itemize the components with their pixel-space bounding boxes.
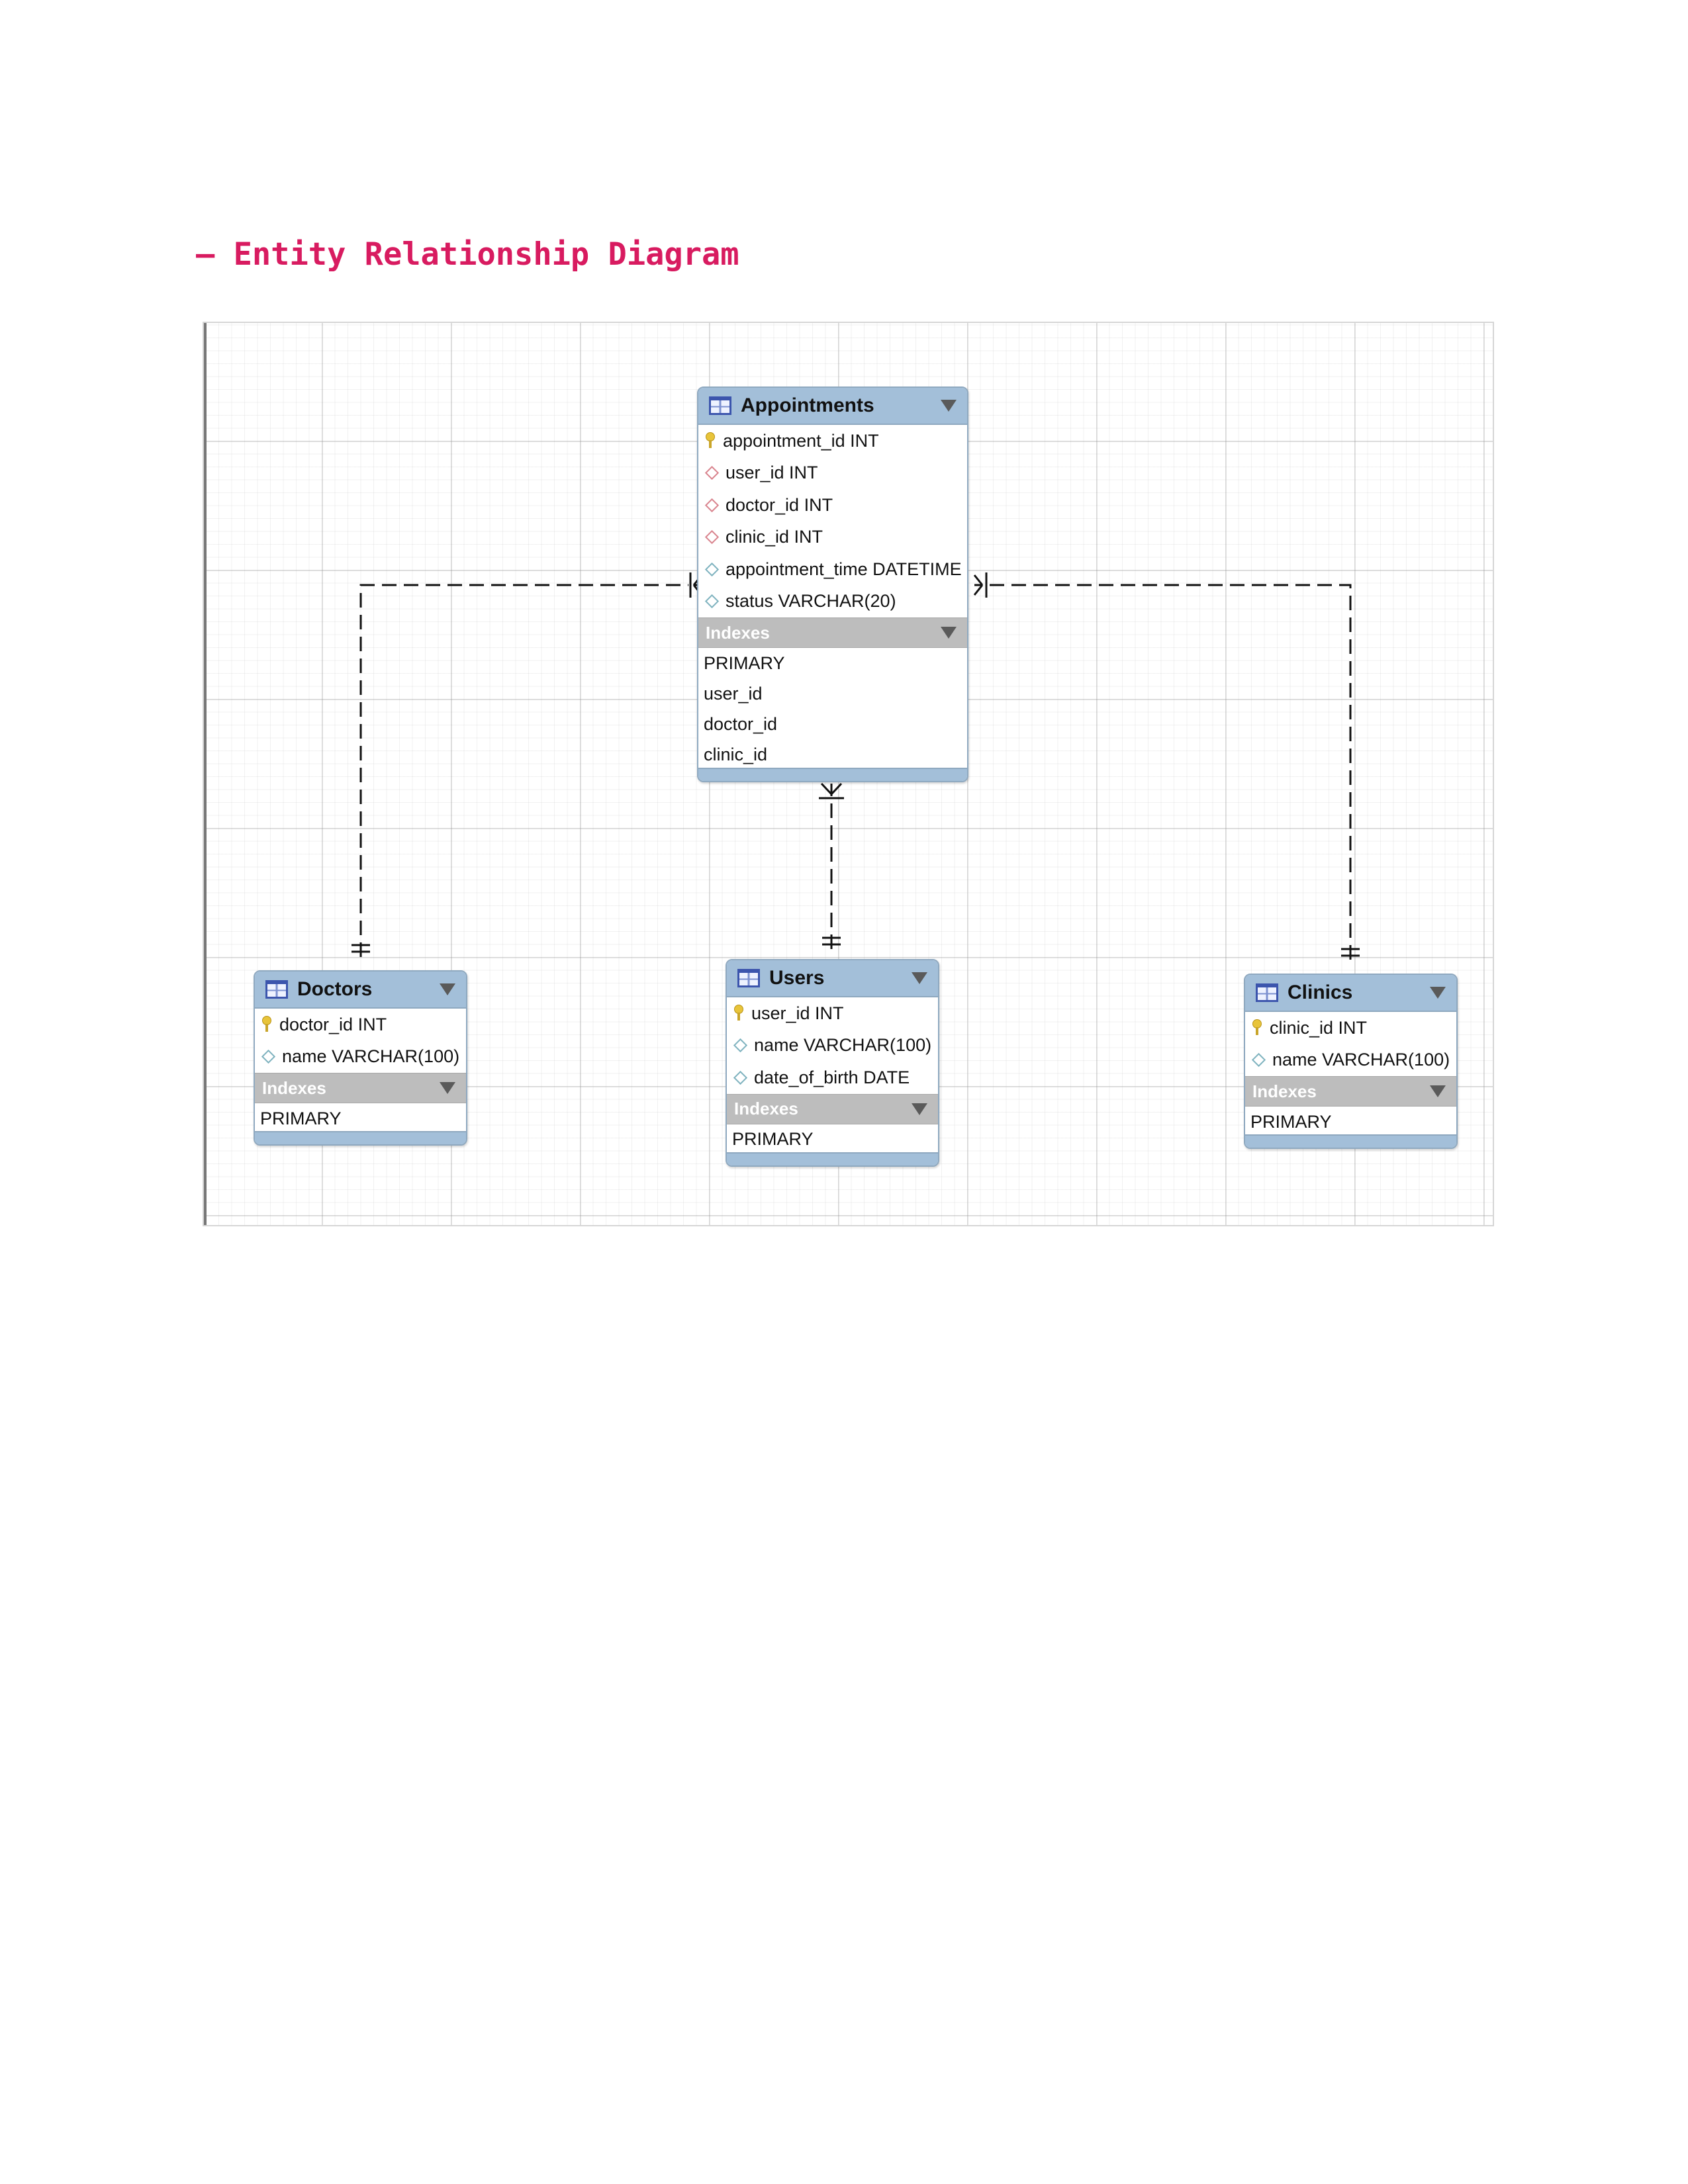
collapse-arrow-icon[interactable] <box>941 627 957 639</box>
column-row[interactable]: appointment_time DATETIME <box>698 553 967 586</box>
column-row[interactable]: clinic_id INT <box>1245 1012 1456 1044</box>
primary-key-icon <box>734 1005 743 1022</box>
indexes-label: Indexes <box>1252 1081 1317 1101</box>
column-label: doctor_id INT <box>726 494 833 515</box>
index-row[interactable]: PRIMARY <box>732 1129 814 1149</box>
index-row[interactable]: PRIMARY <box>260 1108 342 1128</box>
entity-title: Appointments <box>741 394 874 416</box>
entity-users[interactable]: Users user_id INT name VARCHAR(100) date… <box>726 959 939 1167</box>
column-label: name VARCHAR(100) <box>1272 1050 1450 1070</box>
entity-appointments[interactable]: Appointments appointment_id INT user_id … <box>697 387 968 782</box>
foreign-key-icon <box>704 466 720 480</box>
column-row[interactable]: appointment_id INT <box>698 425 967 457</box>
column-label: user_id INT <box>726 463 818 483</box>
attribute-icon <box>704 594 720 609</box>
canvas-left-border <box>204 323 207 1225</box>
entity-title: Clinics <box>1288 981 1353 1003</box>
primary-key-icon <box>1252 1019 1262 1036</box>
collapse-arrow-icon[interactable] <box>941 400 957 412</box>
collapse-arrow-icon[interactable] <box>440 1082 455 1094</box>
foreign-key-icon <box>704 530 720 545</box>
primary-key-icon <box>262 1016 271 1033</box>
column-row[interactable]: date_of_birth DATE <box>727 1062 938 1094</box>
index-row[interactable]: doctor_id <box>704 713 778 734</box>
column-row[interactable]: status VARCHAR(20) <box>698 586 967 618</box>
column-row[interactable]: doctor_id INT <box>255 1009 466 1041</box>
index-row[interactable]: clinic_id <box>704 744 768 764</box>
collapse-arrow-icon[interactable] <box>1430 1085 1446 1097</box>
column-label: appointment_id INT <box>723 430 879 451</box>
entity-clinics[interactable]: Clinics clinic_id INT name VARCHAR(100) … <box>1244 974 1458 1149</box>
column-row[interactable]: name VARCHAR(100) <box>1245 1044 1456 1077</box>
column-row[interactable]: user_id INT <box>698 457 967 490</box>
column-label: date_of_birth DATE <box>754 1067 910 1087</box>
column-label: appointment_time DATETIME <box>726 559 962 579</box>
entity-footer <box>255 1131 466 1144</box>
indexes-header[interactable]: Indexes <box>727 1093 938 1124</box>
page-heading: — Entity Relationship Diagram <box>196 236 739 273</box>
column-label: name VARCHAR(100) <box>754 1035 932 1056</box>
indexes-label: Indexes <box>706 622 770 643</box>
entity-header[interactable]: Doctors <box>255 972 466 1009</box>
column-label: status VARCHAR(20) <box>726 591 896 612</box>
column-label: doctor_id INT <box>279 1014 387 1034</box>
collapse-arrow-icon[interactable] <box>912 972 927 984</box>
column-row[interactable]: clinic_id INT <box>698 522 967 554</box>
collapse-arrow-icon[interactable] <box>440 983 455 995</box>
entity-footer <box>698 768 967 781</box>
attribute-icon <box>1251 1053 1266 1068</box>
indexes-label: Indexes <box>262 1077 326 1098</box>
column-label: user_id INT <box>751 1003 844 1023</box>
attribute-icon <box>733 1070 748 1085</box>
table-icon <box>737 969 760 987</box>
column-row[interactable]: user_id INT <box>727 997 938 1030</box>
attribute-icon <box>733 1038 748 1053</box>
entity-footer <box>1245 1134 1456 1148</box>
entity-title: Doctors <box>297 978 373 1000</box>
column-label: clinic_id INT <box>1270 1017 1368 1038</box>
collapse-arrow-icon[interactable] <box>1430 987 1446 999</box>
collapse-arrow-icon[interactable] <box>912 1103 927 1115</box>
column-label: name VARCHAR(100) <box>282 1046 460 1067</box>
attribute-icon <box>704 562 720 576</box>
entity-header[interactable]: Appointments <box>698 388 967 425</box>
indexes-header[interactable]: Indexes <box>698 617 967 648</box>
table-icon <box>709 396 731 415</box>
entity-footer <box>727 1152 938 1165</box>
entity-header[interactable]: Clinics <box>1245 975 1456 1012</box>
column-label: clinic_id INT <box>726 527 823 547</box>
attribute-icon <box>261 1050 276 1064</box>
column-row[interactable]: name VARCHAR(100) <box>255 1041 466 1073</box>
entity-doctors[interactable]: Doctors doctor_id INT name VARCHAR(100) … <box>254 970 467 1146</box>
entity-title: Users <box>769 967 825 989</box>
foreign-key-icon <box>704 498 720 512</box>
index-row[interactable]: user_id <box>704 683 763 704</box>
indexes-label: Indexes <box>734 1099 798 1118</box>
column-row[interactable]: name VARCHAR(100) <box>727 1030 938 1062</box>
entity-header[interactable]: Users <box>727 960 938 997</box>
index-row[interactable]: PRIMARY <box>704 653 785 673</box>
column-row[interactable]: doctor_id INT <box>698 489 967 522</box>
table-icon <box>1256 983 1278 1002</box>
table-icon <box>265 980 288 999</box>
indexes-header[interactable]: Indexes <box>255 1073 466 1103</box>
index-row[interactable]: PRIMARY <box>1250 1111 1332 1132</box>
indexes-header[interactable]: Indexes <box>1245 1076 1456 1107</box>
primary-key-icon <box>706 432 715 449</box>
